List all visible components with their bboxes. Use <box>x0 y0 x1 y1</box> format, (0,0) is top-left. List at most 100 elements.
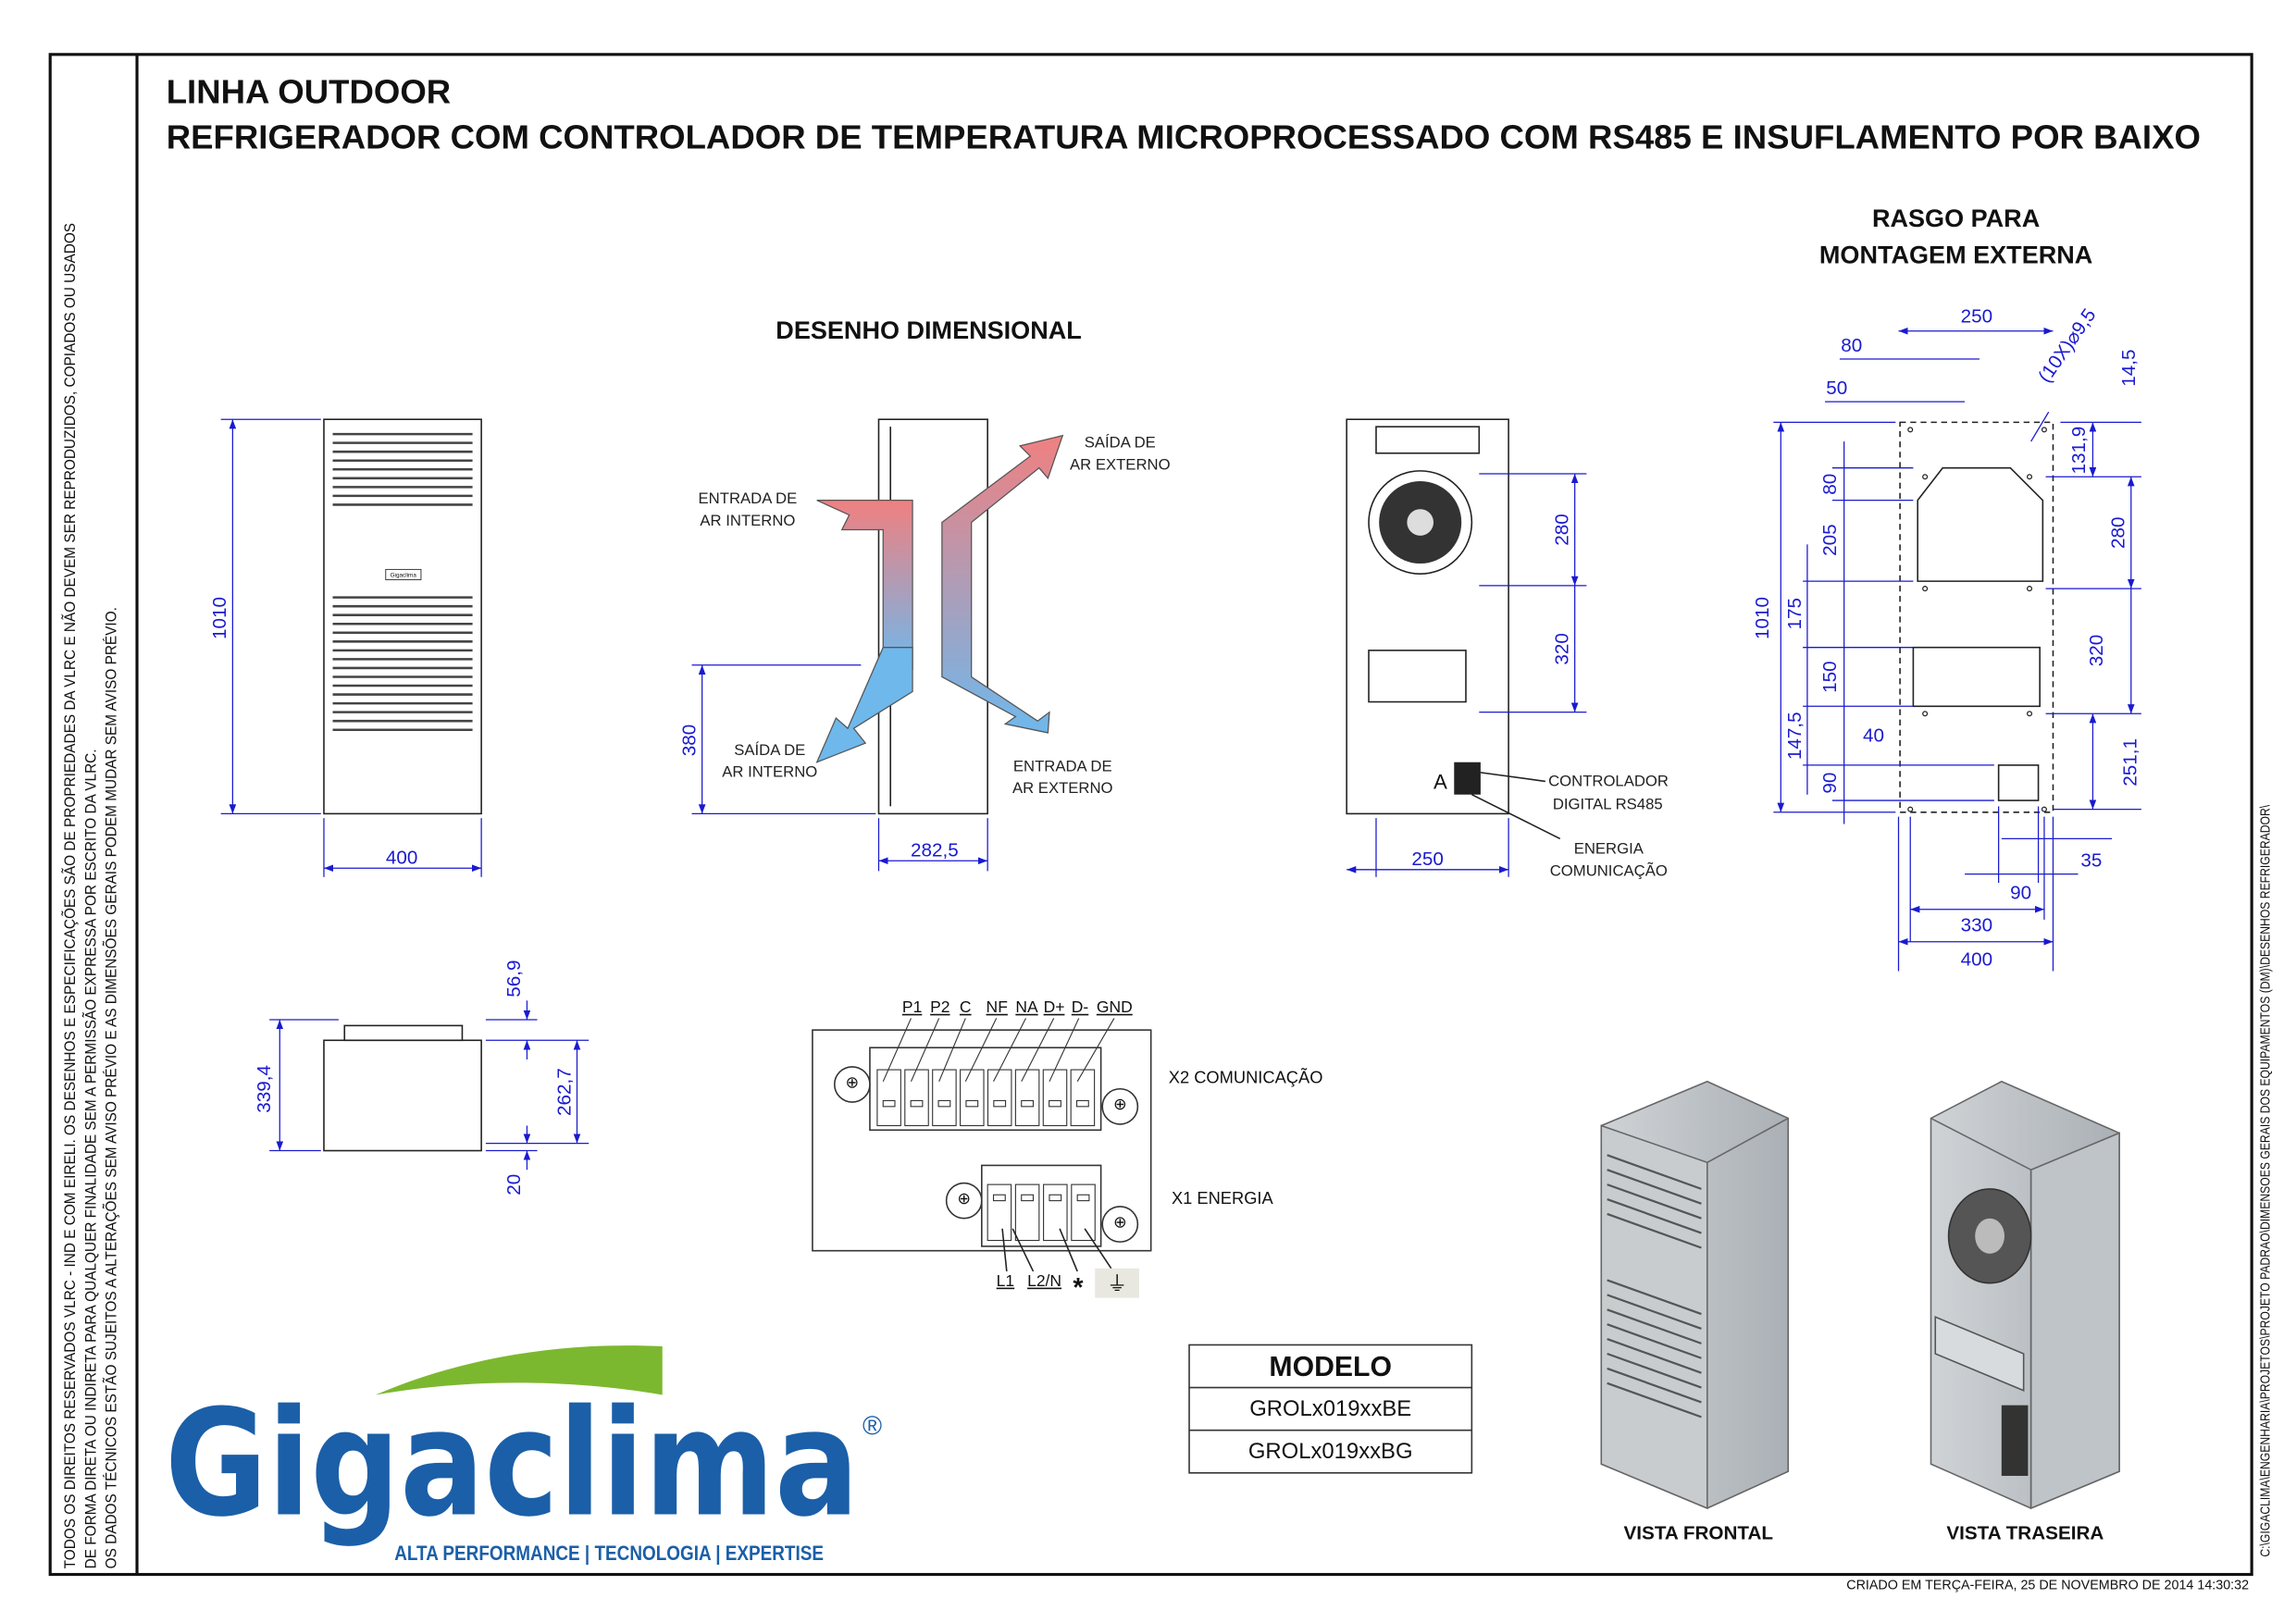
x1-terminal <box>1043 1183 1068 1242</box>
rasgo-dim-250: 250 <box>1960 304 1993 328</box>
x2-terminal <box>1042 1069 1068 1127</box>
section-rasgo-1: RASGO PARA <box>1871 204 2041 233</box>
top-body-dim: 262,7 <box>552 1068 576 1116</box>
rasgo-dim-35: 35 <box>2080 849 2103 872</box>
rasgo-dim-400: 400 <box>1960 948 1993 971</box>
label-controlador-2: DIGITAL RS485 <box>1552 796 1663 814</box>
sheet-border <box>48 53 2253 1577</box>
section-rasgo-2: MONTAGEM EXTERNA <box>1818 241 2093 270</box>
x2-label: X2 COMUNICAÇÃO <box>1168 1070 1323 1088</box>
x1-terminal <box>987 1183 1012 1242</box>
label-saida-externo-2: AR EXTERNO <box>1069 456 1171 475</box>
x2-pin-label: D- <box>1071 998 1089 1017</box>
back-marker-a: A <box>1433 769 1447 794</box>
x2-pin-label: D+ <box>1043 998 1065 1017</box>
rasgo-dim-175: 175 <box>1782 597 1806 630</box>
back-dim-250: 250 <box>1411 848 1444 870</box>
title-line-2: REFRIGERADOR COM CONTROLADOR DE TEMPERAT… <box>166 118 2201 156</box>
rasgo-dim-v80: 80 <box>1818 473 1841 495</box>
created-timestamp: CRIADO EM TERÇA-FEIRA, 25 DE NOVEMBRO DE… <box>1846 1577 2250 1592</box>
rasgo-dim-90v: 90 <box>1818 772 1841 794</box>
screw-icon: ⊕ <box>845 1073 860 1093</box>
top-depth-dim: 339,4 <box>252 1065 275 1113</box>
rasgo-dim-50: 50 <box>1826 377 1848 399</box>
rasgo-dim-131-9: 131,9 <box>2066 426 2090 475</box>
rasgo-dim-40: 40 <box>1863 724 1885 747</box>
logo-swoosh <box>375 1345 663 1395</box>
screw-icon: ⊕ <box>1112 1096 1127 1114</box>
top-view <box>269 1000 590 1171</box>
rasgo-dim-1010: 1010 <box>1750 596 1773 639</box>
back-dim-320: 320 <box>1550 633 1573 665</box>
back-dim-280: 280 <box>1550 514 1573 546</box>
front-3d-view <box>1600 1080 1790 1510</box>
screw-icon: ⊕ <box>1112 1214 1127 1233</box>
section-dimensional: DESENHO DIMENSIONAL <box>776 316 1082 345</box>
label-controlador: CONTROLADOR <box>1548 772 1669 791</box>
logo-wordmark: Gigaclima <box>165 1377 860 1550</box>
disclaimer-line-1: TODOS OS DIREITOS RESERVADOS VLRC - IND … <box>61 222 80 1569</box>
side-outlet-height-dim: 380 <box>677 724 701 757</box>
front-view <box>220 418 482 877</box>
front-brand-plate: Gigaclima <box>390 570 416 578</box>
rasgo-dim-330: 330 <box>1960 913 1993 936</box>
vista-traseira-label: VISTA TRASEIRA <box>1946 1521 2104 1544</box>
rasgo-holes-dim: (10X)⌀9,5 <box>2033 304 2101 387</box>
x2-terminal <box>1070 1069 1096 1127</box>
rasgo-dim-14-5: 14,5 <box>2116 349 2140 387</box>
x1-terminal <box>1014 1183 1040 1242</box>
x2-terminal <box>932 1069 957 1127</box>
label-entrada-interno-2: AR INTERNO <box>700 512 796 530</box>
title-line-1: LINHA OUTDOOR <box>166 71 452 111</box>
top-bottom-dim: 20 <box>503 1173 525 1196</box>
air-external-arrow <box>941 434 1064 734</box>
model-table-header: MODELO <box>1269 1352 1393 1383</box>
file-path: C:\GIGACLIMA\ENGENHARIA\PROJETOS\PROJETO… <box>2257 804 2273 1557</box>
x2-terminal <box>904 1069 929 1127</box>
label-energia: ENERGIA <box>1573 840 1644 859</box>
rasgo-dim-90h: 90 <box>2010 881 2032 904</box>
model-row: GROLx019xxBE <box>1249 1396 1412 1422</box>
x2-terminal <box>876 1069 901 1127</box>
air-in-internal-arrow <box>816 500 913 671</box>
ground-icon: ⏚ <box>1106 1271 1128 1295</box>
screw-icon: ⊕ <box>957 1190 972 1208</box>
x2-pin-label: GND <box>1096 998 1133 1017</box>
front-width-dim: 400 <box>385 846 418 869</box>
x2-terminal <box>960 1069 985 1127</box>
label-energia-2: COMUNICAÇÃO <box>1549 861 1668 881</box>
back-view <box>1346 418 1587 877</box>
side-view <box>691 418 1064 872</box>
x1-pin-l1: L1 <box>996 1272 1015 1291</box>
side-depth-dim: 282,5 <box>911 838 959 861</box>
label-saida-interno-2: AR INTERNO <box>722 763 818 782</box>
label-entrada-interno: ENTRADA DE <box>698 489 798 508</box>
rasgo-dim-205: 205 <box>1818 524 1841 556</box>
label-entrada-externo-2: AR EXTERNO <box>1011 779 1113 798</box>
rasgo-dim-147-5: 147,5 <box>1782 712 1806 761</box>
rasgo-dim-150: 150 <box>1818 661 1841 693</box>
x2-pin-label: P2 <box>930 998 950 1017</box>
rasgo-dim-80: 80 <box>1841 334 1863 356</box>
rasgo-dim-251-1: 251,1 <box>2118 737 2141 787</box>
rasgo-dim-320: 320 <box>2084 634 2107 667</box>
logo-tagline: ALTA PERFORMANCE | TECNOLOGIA | EXPERTIS… <box>394 1541 825 1565</box>
disclaimer-line-2: DE FORMA DIRETA OU INDIRETA PARA QUALQUE… <box>82 749 101 1569</box>
x2-pin-label: C <box>959 998 972 1017</box>
connector-diagram <box>812 1018 1152 1298</box>
asterisk-note: * <box>1073 1272 1084 1303</box>
x2-pin-label: NF <box>986 998 1008 1017</box>
mounting-cutout-drawing <box>1773 327 2141 972</box>
vista-frontal-label: VISTA FRONTAL <box>1623 1521 1774 1544</box>
logo-registered: ® <box>862 1411 883 1441</box>
x1-pin-l2n: L2/N <box>1027 1272 1062 1291</box>
x2-pin-label: NA <box>1015 998 1038 1017</box>
label-saida-interno: SAÍDA DE <box>734 741 806 760</box>
rasgo-dim-280: 280 <box>2106 516 2129 549</box>
x1-label: X1 ENERGIA <box>1171 1190 1273 1208</box>
model-row: GROLx019xxBG <box>1247 1439 1413 1465</box>
disclaimer-line-3: OS DADOS TÉCNICOS ESTÃO SUJEITOS A ALTER… <box>103 607 121 1569</box>
rear-3d-view <box>1930 1080 2120 1510</box>
